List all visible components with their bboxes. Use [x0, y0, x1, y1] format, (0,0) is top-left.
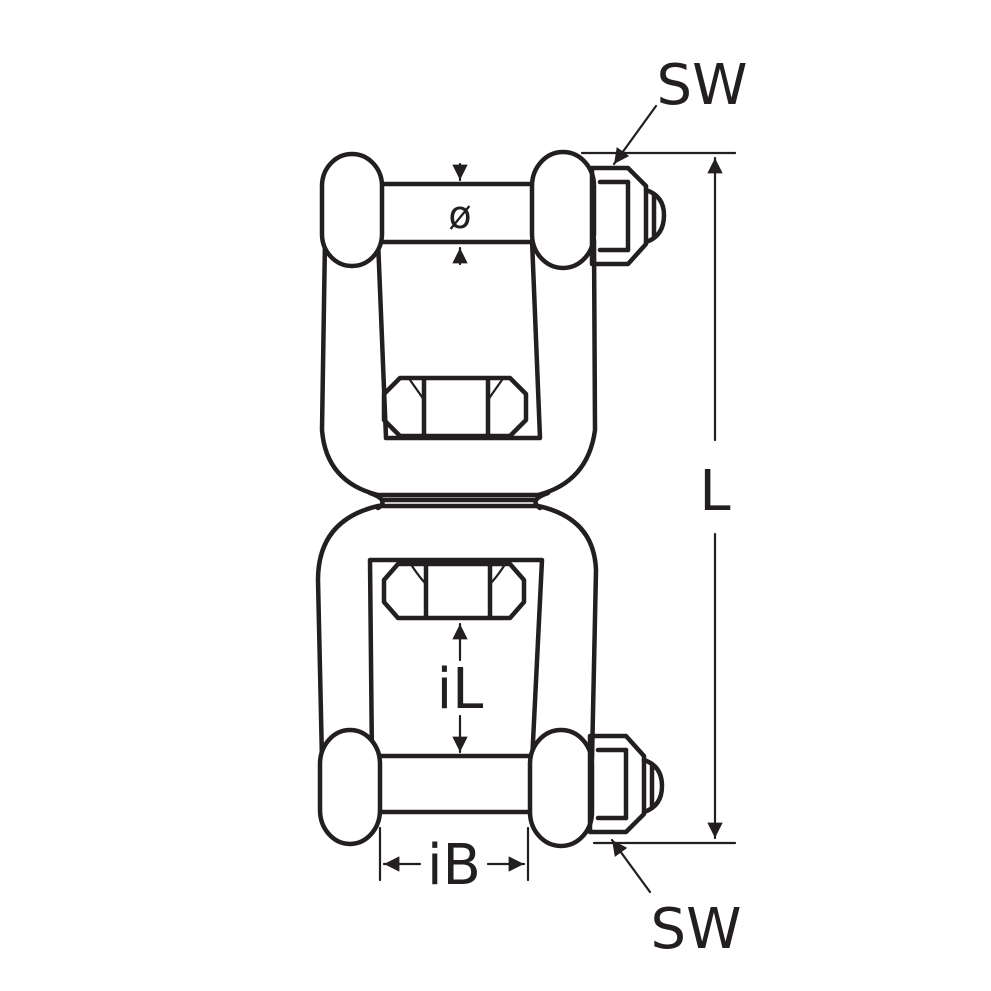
lower-shackle — [315, 503, 665, 849]
upper-shackle — [319, 149, 667, 498]
dimension-sw-top — [612, 104, 658, 166]
dimension-sw-bottom — [610, 838, 652, 894]
lower-swivel-hex — [381, 561, 527, 621]
upper-shackle-outer-outline — [319, 237, 598, 498]
lower-shackle-window — [367, 557, 545, 765]
upper-shackle-window — [375, 237, 543, 441]
sw-top-label: SW — [657, 53, 748, 118]
dimension-inner-width — [378, 826, 530, 882]
lower-pin — [367, 753, 537, 815]
sw-bottom-label: SW — [651, 897, 742, 962]
inner-length-label: iL — [437, 657, 484, 722]
upper-right-eye — [529, 149, 597, 271]
lower-nut — [587, 733, 665, 835]
upper-swivel-hex — [381, 375, 529, 439]
length-label: L — [699, 459, 730, 524]
lower-left-eye — [317, 727, 383, 847]
lower-shackle-outer-outline — [315, 503, 599, 763]
diameter-label: ø — [448, 193, 471, 237]
dimension-length — [580, 151, 737, 845]
lower-right-eye — [527, 727, 595, 849]
upper-left-eye — [319, 151, 385, 269]
upper-nut — [589, 165, 667, 267]
inner-width-label: iB — [427, 833, 481, 898]
